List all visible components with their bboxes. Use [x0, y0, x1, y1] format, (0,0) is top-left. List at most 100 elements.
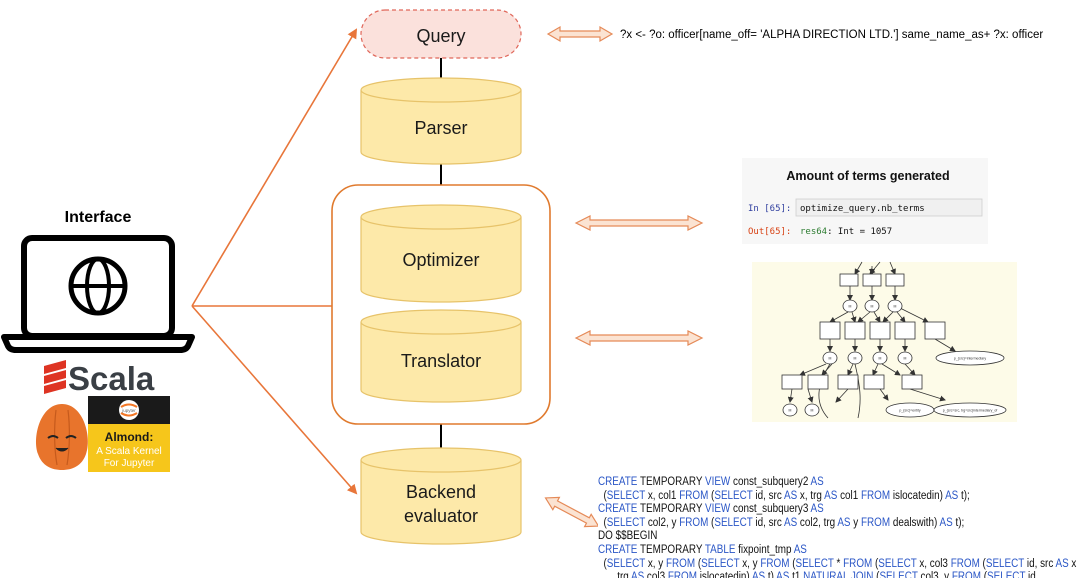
graph-node-mark: M	[829, 357, 832, 361]
sql-line: (SELECT x, col1 FROM (SELECT id, src AS …	[598, 490, 1018, 504]
translator-label: Translator	[401, 351, 481, 371]
sql-text: id, src	[752, 516, 784, 529]
sql-keyword: AS	[945, 489, 959, 502]
sql-text: t1	[789, 571, 804, 578]
sql-text: *	[833, 557, 844, 570]
sql-keyword: SELECT	[606, 516, 646, 529]
terms-out-rest: : Int = 1057	[827, 227, 892, 237]
operator-graph: M M M M M M M M M p_{src}=intermediary p…	[752, 261, 1017, 422]
sql-keyword: SELECT	[606, 557, 646, 570]
sql-text: x, y	[739, 557, 761, 570]
terms-panel-title: Amount of terms generated	[786, 169, 949, 183]
backend-label-line2: evaluator	[404, 506, 478, 526]
sql-keyword: FROM	[950, 557, 980, 570]
sql-text: t)	[765, 571, 777, 578]
sql-keyword: TABLE	[704, 543, 736, 556]
sql-keyword: FROM	[951, 571, 981, 578]
graph-node-mark: M	[854, 357, 857, 361]
sql-text: const_subquery2	[730, 476, 811, 488]
sql-keyword: CREATE	[598, 476, 638, 488]
sql-lines: CREATE TEMPORARY VIEW const_subquery2 AS…	[598, 476, 1086, 578]
sql-text: col2, trg	[797, 516, 838, 529]
sql-keyword: FROM	[667, 571, 697, 578]
sql-text: TEMPORARY	[637, 543, 705, 556]
terms-out-result: res64: Int = 1057	[800, 227, 892, 237]
sql-text: (	[873, 571, 880, 578]
sql-text: (	[789, 557, 796, 570]
sql-keyword: AS	[793, 543, 807, 556]
backend-double-arrow	[544, 496, 600, 528]
sql-keyword: SELECT	[879, 571, 918, 578]
sql-keyword: SELECT	[701, 557, 740, 570]
interface-arrows	[191, 28, 358, 495]
sql-text: (	[708, 489, 715, 502]
graph-node-mark: M	[894, 305, 897, 309]
jupyter-logo-icon	[119, 400, 139, 420]
sql-line: (SELECT col2, y FROM (SELECT id, src AS …	[598, 517, 1018, 531]
sql-text: x, col1	[645, 489, 680, 502]
translator-stage: Translator	[360, 309, 522, 403]
terms-in-prompt: In [65]:	[748, 204, 791, 214]
sql-text: (	[980, 571, 988, 578]
sql-text: x, col3	[916, 557, 951, 570]
sql-text: (	[695, 557, 702, 570]
terms-code-cell	[795, 198, 983, 217]
sql-keyword: SELECT	[606, 489, 646, 502]
optimizer-label: Optimizer	[402, 250, 479, 270]
sql-text: const_subquery3	[730, 503, 811, 516]
graph-leaf-intermediary: p_{src}=intermediary	[954, 357, 986, 361]
sql-text: y	[850, 516, 861, 529]
sql-text: x, y	[645, 557, 666, 570]
optimizer-double-arrow	[574, 215, 704, 231]
sql-text: t);	[952, 516, 965, 529]
sql-text: islocatedin)	[890, 489, 946, 502]
sql-text: (	[598, 557, 607, 570]
sql-text: (	[598, 516, 607, 529]
sql-keyword: FROM	[679, 489, 709, 502]
parser-stage: Parser	[360, 77, 522, 165]
laptop-icon	[1, 235, 195, 353]
almond-subtitle-line1: A Scala Kernel	[96, 446, 162, 457]
translator-double-arrow	[574, 330, 704, 346]
graph-node-mark: M	[789, 409, 792, 413]
sql-code-snippet: CREATE TEMPORARY VIEW const_subquery2 AS…	[598, 476, 1086, 578]
query-expression: ?x <- ?o: officer[name_off= 'ALPHA DIREC…	[620, 29, 1043, 41]
interface-title: Interface	[65, 209, 132, 226]
sql-text: id	[1025, 571, 1036, 578]
sql-text: x	[1068, 557, 1077, 570]
scala-logo-icon	[44, 360, 66, 394]
sql-text: dealswith)	[890, 516, 940, 529]
graph-node-mark: M	[871, 305, 874, 309]
scala-logo-text: Scala	[68, 360, 155, 397]
sql-keyword: FROM	[860, 489, 891, 502]
sql-line: DO $$BEGIN	[598, 530, 1018, 544]
almond-jupyter-badge: jupyter Almond: A Scala Kernel For Jupyt…	[88, 396, 170, 472]
sql-keyword: NATURAL JOIN	[803, 571, 874, 578]
sql-text: id, src	[1024, 557, 1056, 570]
sql-keyword: AS	[783, 516, 798, 529]
sql-keyword: FROM	[860, 516, 891, 529]
scala-logo: Scala	[44, 360, 155, 397]
query-stage: Query	[360, 9, 522, 59]
sql-line: CREATE TEMPORARY VIEW const_subquery2 AS	[598, 476, 1018, 490]
graph-node-mark: M	[811, 409, 814, 413]
sql-keyword: SELECT	[714, 489, 753, 502]
backend-label-line1: Backend	[406, 482, 476, 502]
sql-text: DO $$BEGIN	[598, 530, 658, 543]
sql-text: , trg	[598, 571, 631, 578]
sql-text: t);	[958, 489, 970, 502]
parser-label: Parser	[414, 118, 467, 138]
sql-text: fixpoint_tmp	[735, 543, 794, 556]
sql-keyword: AS	[824, 489, 838, 502]
sql-keyword: AS	[810, 476, 824, 488]
sql-keyword: AS	[939, 516, 953, 529]
sql-line: (SELECT x, y FROM (SELECT x, y FROM (SEL…	[598, 557, 1076, 572]
sql-keyword: FROM	[843, 557, 873, 570]
sql-text: TEMPORARY	[637, 476, 705, 488]
sql-keyword: SELECT	[987, 571, 1026, 578]
sql-keyword: AS	[1055, 557, 1069, 570]
sql-keyword: SELECT	[795, 557, 834, 570]
sql-keyword: SELECT	[878, 557, 917, 570]
sql-keyword: FROM	[760, 557, 790, 570]
